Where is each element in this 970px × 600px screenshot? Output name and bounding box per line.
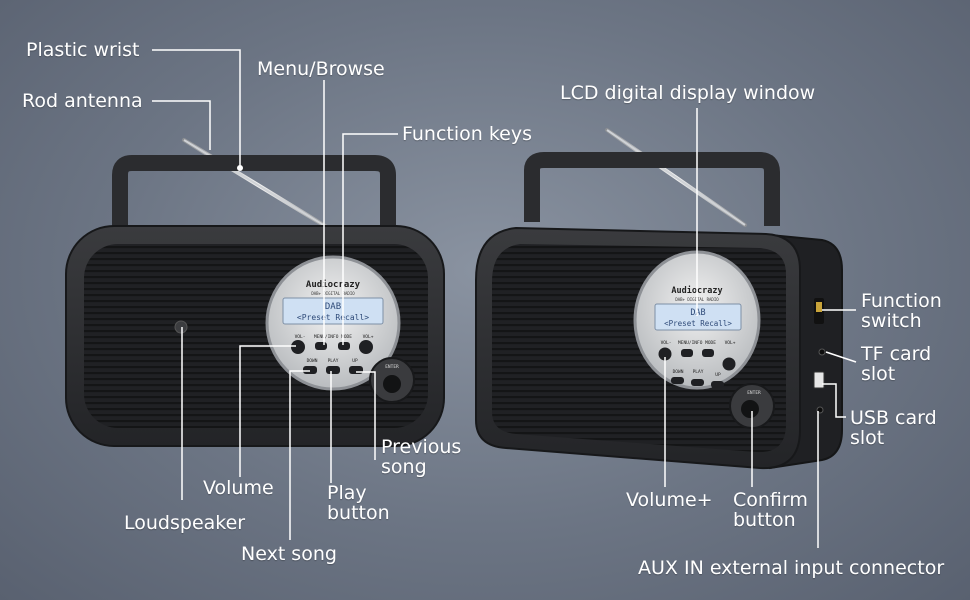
left-plastic-wrist-handle [112,155,396,232]
right-btn-label-menu: MENU/INFO MODE [678,340,716,346]
leader-next-song [289,370,310,540]
left-btn-label-down: DOWN [307,358,318,364]
right-btn-label-vol-minus: VOL- [661,340,672,346]
left-vol-plus-button[interactable] [359,340,373,354]
left-btn-label-play: PLAY [328,358,339,364]
label-plastic-wrist: Plastic wrist [26,39,140,61]
right-btn-label-enter: ENTER [747,390,761,396]
right-menu-button[interactable] [681,349,693,357]
label-menu-browse: Menu/Browse [257,58,385,80]
left-lcd-line1: DAB [325,302,341,312]
label-volume-plus: Volume+ [626,489,713,511]
label-loudspeaker: Loudspeaker [124,512,246,534]
right-usb-slot[interactable] [813,371,825,389]
left-menu-button[interactable] [315,342,327,350]
left-enter-button[interactable] [383,375,401,393]
right-lcd-line1: DAB [690,308,705,318]
left-lcd-line2: <Preset Recall> [297,313,369,322]
label-aux-in-connector: AUX IN external input connector [638,557,945,579]
right-lcd-window [654,303,742,331]
label-lcd-display-window: LCD digital display window [560,82,816,104]
leader-rod-antenna [152,100,211,150]
label-previous-song: Previous song [381,436,462,478]
label-usb-card-slot: USB card slot [850,407,937,449]
right-enter-button[interactable] [741,400,759,418]
left-lcd-window [282,297,384,325]
left-brand-subtitle: DAB+ DIGITAL RADIO [311,291,355,296]
label-rod-antenna: Rod antenna [22,90,143,112]
left-btn-label-vol-minus: VOL- [295,334,306,340]
right-lcd-line2: <Preset Recall> [664,319,732,328]
leader-volume [239,345,296,477]
label-play-button: Play button [327,482,390,524]
label-tf-card-slot: TF card slot [861,343,932,385]
label-next-song: Next song [241,543,337,565]
left-btn-label-enter: ENTER [385,364,399,370]
right-plastic-wrist-handle [524,152,780,226]
left-speaker-badge [174,320,188,334]
right-tf-card-slot[interactable] [818,348,826,356]
right-mode-button[interactable] [702,349,714,357]
left-play-button[interactable] [326,366,340,374]
label-function-switch: Function switch [861,290,942,332]
right-up-button[interactable] [711,381,724,388]
right-down-button[interactable] [671,377,684,384]
leader-tf-card [825,351,857,363]
right-play-button[interactable] [691,379,704,386]
leader-usb-card [822,383,846,418]
left-radio: Audiocrazy DAB+ DIGITAL RADIO DAB <Prese… [65,138,445,447]
left-btn-label-vol-plus: VOL+ [363,334,374,340]
left-up-button[interactable] [349,366,363,374]
left-down-button[interactable] [303,366,317,374]
right-radio: Audiocrazy DAB+ DIGITAL RADIO DAB <Prese… [475,128,843,470]
right-btn-label-up: UP [715,372,721,378]
label-confirm-button: Confirm button [733,489,808,531]
left-vol-minus-button[interactable] [291,340,305,354]
right-btn-label-vol-plus: VOL+ [725,340,736,346]
leader-lines [152,49,857,548]
right-vol-minus-button[interactable] [658,347,672,361]
leader-function-keys [342,133,398,345]
leader-previous-song [356,371,376,460]
right-btn-label-down: DOWN [673,369,684,375]
left-brand-text: Audiocrazy [306,279,361,290]
leader-plastic-wrist [152,49,241,168]
right-btn-label-play: PLAY [693,369,704,375]
label-function-keys: Function keys [402,123,533,145]
left-btn-label-up: UP [352,358,358,364]
right-vol-plus-button[interactable] [722,357,736,371]
left-mode-button[interactable] [338,342,350,350]
label-volume: Volume [203,477,274,499]
left-btn-label-menu: MENU/INFO MODE [314,334,352,340]
